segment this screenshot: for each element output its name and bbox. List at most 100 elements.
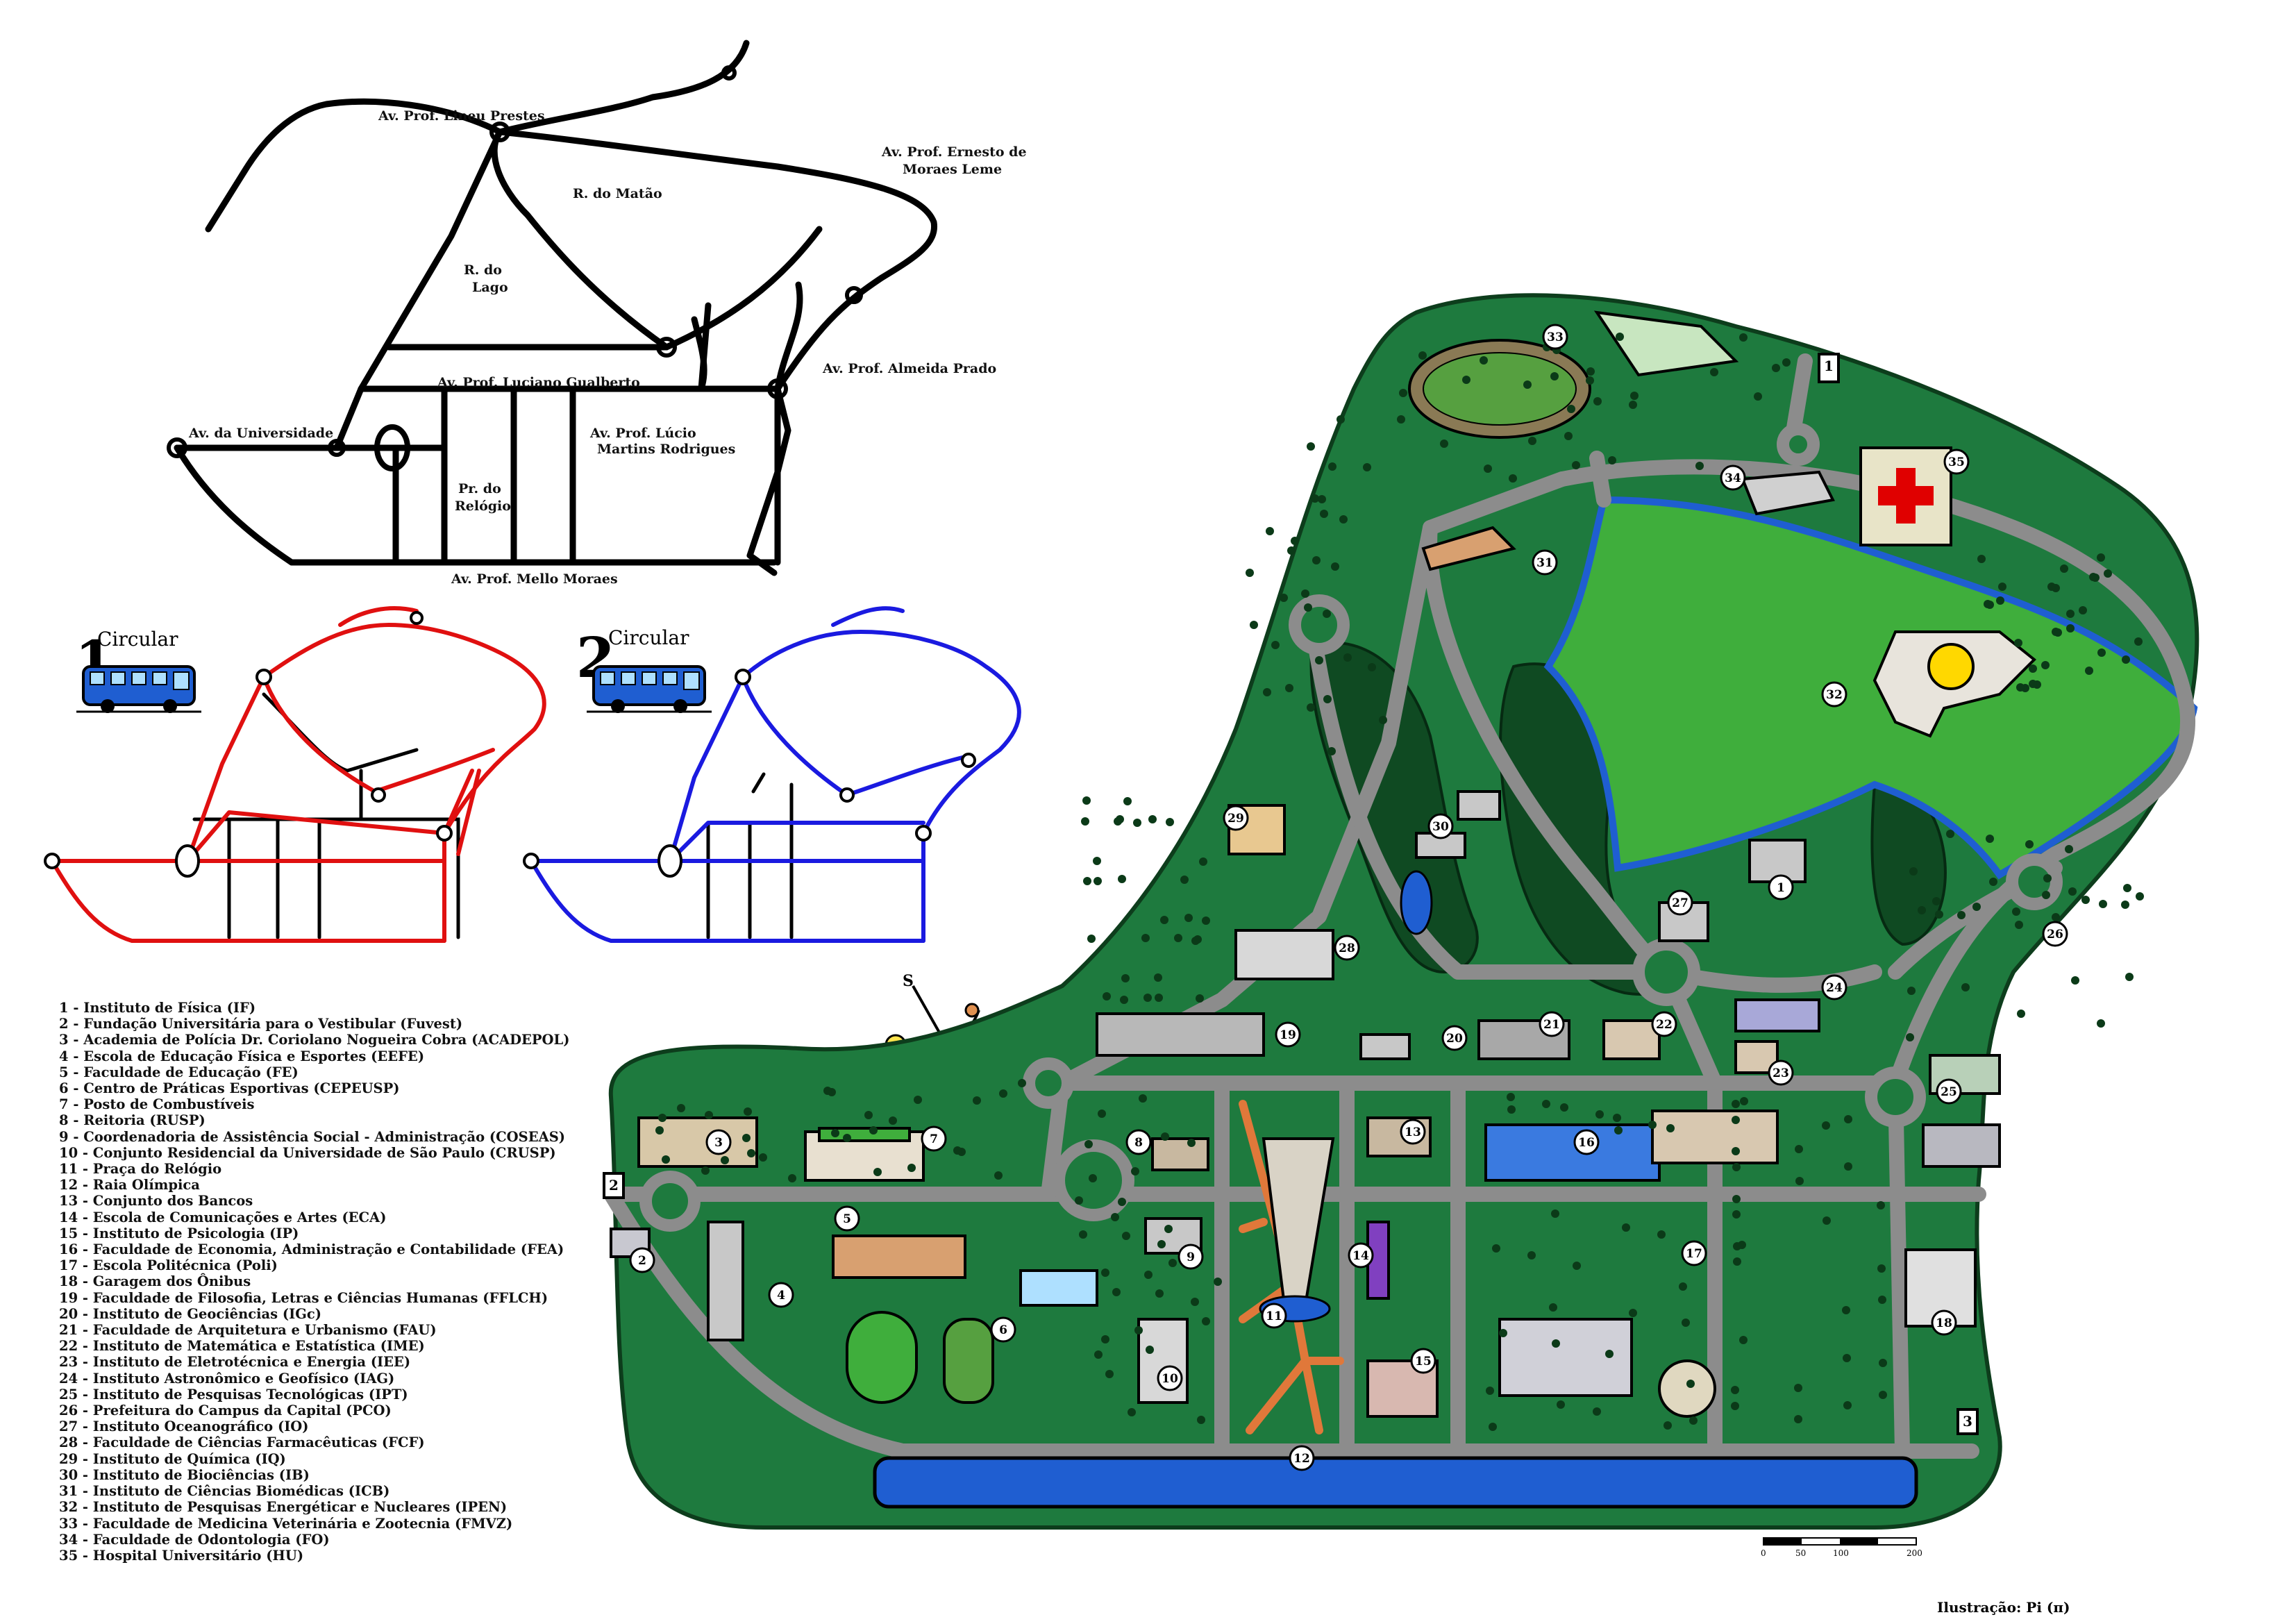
building-marker[interactable]: 30 (1427, 813, 1454, 839)
tree (1263, 688, 1271, 696)
building-marker[interactable]: 11 (1261, 1303, 1287, 1329)
street-label: Av. Prof. Lineu Prestes (378, 108, 545, 124)
tree (1551, 1209, 1559, 1218)
marker-number: 23 (1773, 1066, 1789, 1080)
building-marker[interactable]: 31 (1532, 549, 1558, 576)
marker-number: 35 (1948, 455, 1965, 469)
marker-circle (768, 1282, 794, 1308)
street-label: Av. Prof. Mello Moraes (451, 571, 618, 587)
tree (1166, 818, 1174, 826)
tree (1595, 1110, 1604, 1119)
tree (1648, 1121, 1657, 1129)
legend-item: 6 - Centro de Práticas Esportivas (CEPEU… (59, 1080, 400, 1097)
legend-item: 27 - Instituto Oceanográfico (IO) (59, 1418, 309, 1435)
tree (1187, 1139, 1196, 1147)
building-marker[interactable]: 35 (1943, 449, 1970, 475)
building-marker[interactable]: 8 (1125, 1129, 1152, 1155)
marker-number: 10 (1162, 1372, 1178, 1386)
marker-number: 20 (1446, 1032, 1463, 1046)
tree (2060, 564, 2068, 573)
building-marker[interactable]: 18 (1931, 1309, 1957, 1336)
tree (1542, 1100, 1550, 1108)
building-marker[interactable]: 13 (1400, 1119, 1426, 1145)
gate-building (603, 1172, 625, 1199)
building-marker[interactable]: 25 (1936, 1078, 1962, 1105)
tree (1168, 1259, 1177, 1267)
building-marker[interactable]: 6 (990, 1316, 1016, 1343)
tree (1082, 796, 1091, 805)
tree (1131, 1167, 1139, 1175)
tree (914, 1096, 922, 1104)
tree (1120, 996, 1128, 1004)
ipt-building (1922, 1123, 2001, 1168)
building-marker[interactable]: 2 (629, 1247, 655, 1273)
building-marker[interactable]: 7 (921, 1125, 947, 1152)
tree (1844, 1162, 1852, 1171)
marker-number: 6 (999, 1323, 1007, 1337)
tree (2041, 661, 2050, 669)
building-marker[interactable]: 32 (1821, 681, 1847, 708)
building-marker[interactable]: 5 (834, 1205, 860, 1232)
tree (1094, 1350, 1103, 1359)
building-marker[interactable]: 29 (1223, 805, 1249, 831)
building-marker[interactable]: 34 (1720, 464, 1746, 491)
tree (2097, 553, 2105, 562)
building-marker[interactable]: 21 (1539, 1011, 1565, 1037)
tree (1087, 935, 1096, 943)
fmvz-building (1593, 310, 1739, 377)
tree (1682, 1319, 1690, 1327)
lake (1400, 870, 1433, 935)
building-marker[interactable]: 24 (1821, 974, 1847, 1001)
building-marker[interactable]: 3 (705, 1129, 732, 1155)
building-marker[interactable]: 10 (1157, 1365, 1183, 1391)
tree (1932, 897, 1941, 905)
ipen-lawn (1543, 496, 2198, 880)
tree (1128, 1408, 1136, 1416)
tree (1509, 474, 1517, 483)
building-marker[interactable]: 9 (1178, 1244, 1204, 1270)
building-marker[interactable]: 20 (1441, 1025, 1468, 1051)
building-marker[interactable]: 26 (2042, 921, 2068, 947)
building-marker[interactable]: 15 (1410, 1348, 1436, 1374)
marker-circle (1261, 1303, 1287, 1329)
tree (1732, 1210, 1741, 1219)
marker-number: 16 (1578, 1136, 1595, 1150)
marker-number: 14 (1352, 1249, 1369, 1263)
tree (1148, 815, 1157, 823)
bus-route-2: 2 Circular (523, 606, 1021, 943)
tree (1605, 1350, 1614, 1358)
building-marker[interactable]: 4 (768, 1282, 794, 1308)
building-marker[interactable]: 23 (1768, 1060, 1794, 1086)
building-marker[interactable]: 16 (1573, 1129, 1600, 1155)
building-marker[interactable]: 1 (1768, 874, 1794, 901)
tree (1399, 389, 1407, 397)
tree (2079, 606, 2087, 614)
tree (744, 1107, 752, 1116)
tree (869, 1126, 878, 1135)
tree (1527, 1251, 1536, 1259)
building-marker[interactable]: 12 (1289, 1445, 1315, 1471)
building-marker[interactable]: 17 (1681, 1240, 1707, 1266)
building-marker[interactable]: 33 (1542, 324, 1568, 350)
tree (2085, 667, 2093, 675)
legend-item: 35 - Hospital Universitário (HU) (59, 1547, 304, 1564)
building-marker[interactable]: 19 (1275, 1021, 1301, 1048)
tree (2068, 887, 2077, 896)
marker-number: 28 (1339, 941, 1355, 955)
building-marker[interactable]: 28 (1334, 935, 1360, 961)
tree (2071, 976, 2079, 985)
tree (1695, 462, 1704, 470)
building-marker[interactable]: 14 (1348, 1242, 1374, 1269)
tree (1462, 376, 1470, 384)
tree (1731, 1386, 1739, 1394)
marker-circle (1178, 1244, 1204, 1270)
tree (1093, 877, 1102, 885)
scale-tick: 100 (1833, 1548, 1849, 1558)
street-label: Moraes Leme (903, 162, 1002, 177)
building-marker[interactable]: 22 (1651, 1011, 1677, 1037)
tree (1586, 376, 1594, 385)
tree (1098, 1110, 1106, 1118)
building-marker[interactable]: 27 (1667, 889, 1693, 916)
tree (1733, 1257, 1741, 1266)
